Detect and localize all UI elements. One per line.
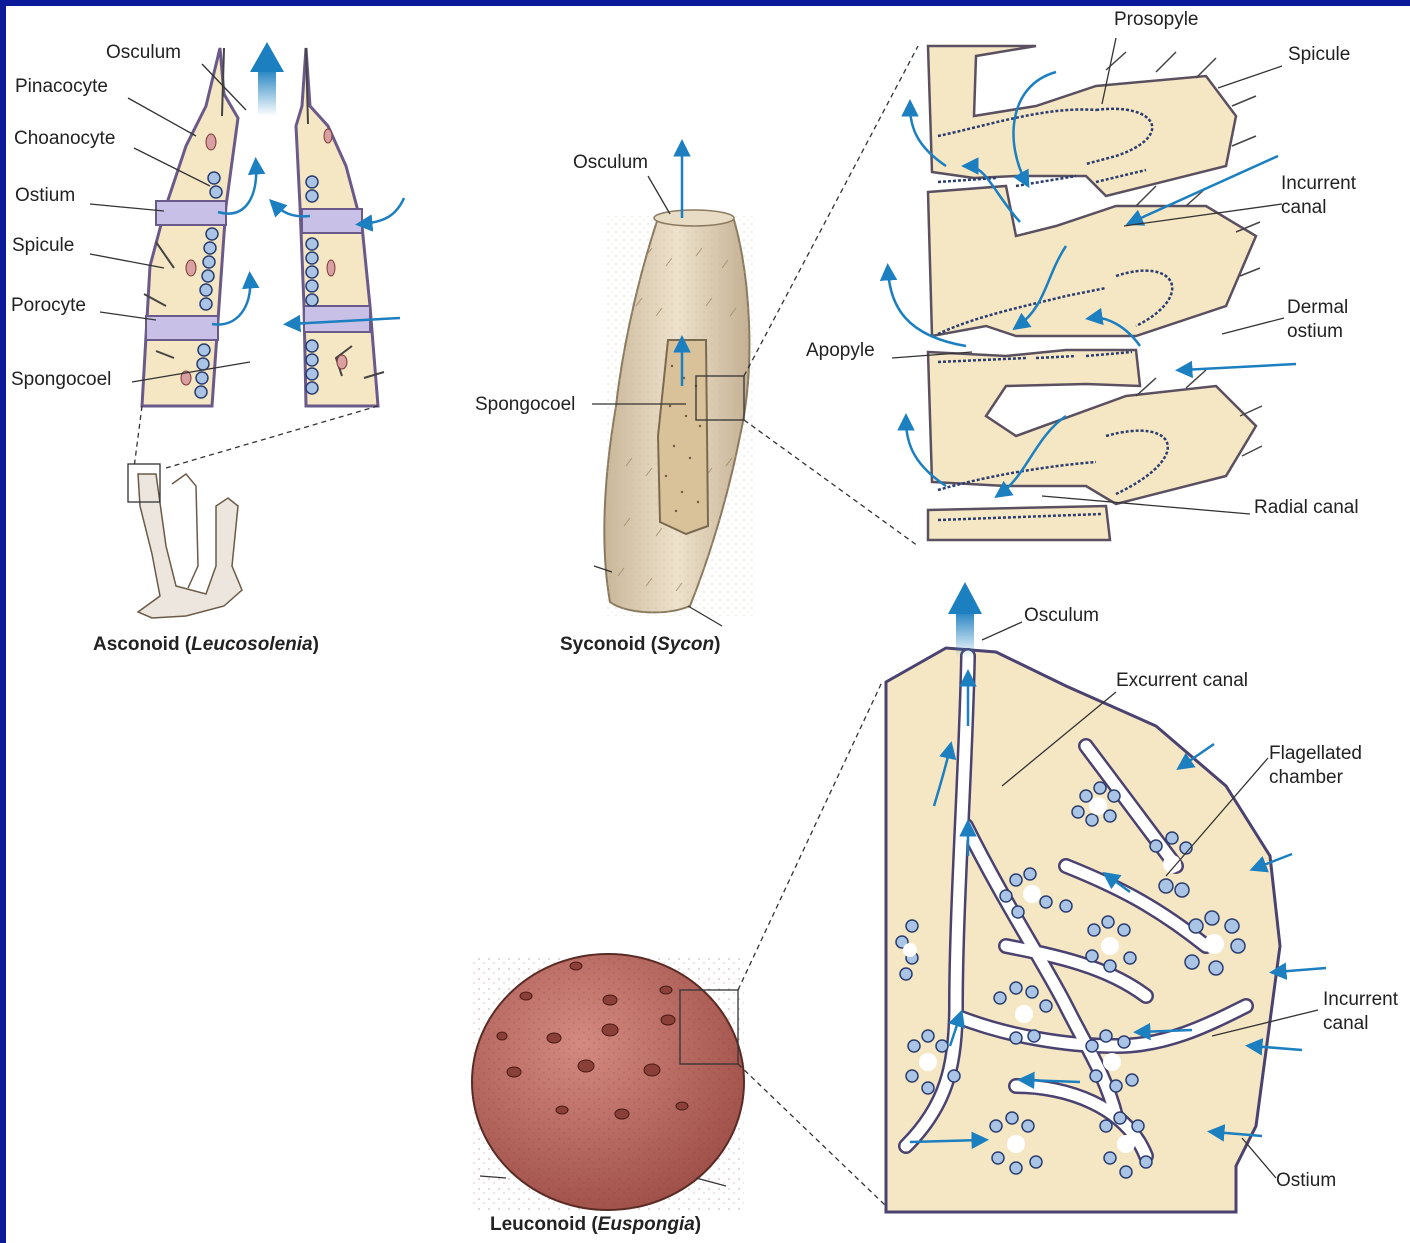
label-flagellated-chamber-line2: chamber [1269,767,1343,789]
asconoid-zoom-lines [134,406,378,468]
label-excurrent-canal: Excurrent canal [1116,670,1248,692]
label-incurrent-canal-line2: canal [1323,1013,1368,1035]
sponge-body-types-illustration [6,6,1410,1243]
porocyte-band [146,316,218,340]
label-osculum: Osculum [573,152,648,174]
caption-genus: Sycon [657,634,714,655]
osculum-flow-arrow [250,42,284,116]
caption-genus: Euspongia [598,1214,695,1235]
slide: Osculum Pinacocyte Choanocyte Ostium Spi… [6,6,1410,1243]
label-spicule: Spicule [12,235,74,257]
caption-syconoid: Syconoid (Sycon) [560,634,720,656]
label-porocyte: Porocyte [11,295,86,317]
leuconoid-tissue-block [886,648,1280,1212]
label-prosopyle: Prosopyle [1114,9,1199,31]
caption-asconoid: Asconoid (Leucosolenia) [93,634,319,656]
label-pinacocyte: Pinacocyte [15,76,108,98]
caption-type: Leuconoid [490,1214,586,1235]
label-incurrent-canal-line2: canal [1281,197,1326,219]
asconoid-diagram [90,42,404,618]
label-apopyle: Apopyle [806,340,875,362]
caption-leuconoid: Leuconoid (Euspongia) [490,1214,701,1236]
label-incurrent-canal: Incurrent [1323,989,1398,1011]
label-ostium: Ostium [15,185,75,207]
label-spongocoel: Spongocoel [11,369,111,391]
sycon-osculum-opening [654,210,734,226]
ostium-band [302,209,362,233]
leuconoid-zoom-lines [738,682,886,1206]
label-spicule: Spicule [1288,44,1350,66]
syconoid-detail-diagram [888,38,1296,540]
leuconoid-osculum-arrow [948,582,982,658]
label-spongocoel: Spongocoel [475,394,575,416]
label-dermal-ostium: Dermal [1287,297,1348,319]
radial-canal-wall [928,186,1256,336]
label-ostium: Ostium [1276,1170,1336,1192]
label-incurrent-canal: Incurrent [1281,173,1356,195]
caption-type: Asconoid [93,634,180,655]
leucosolenia-colony [128,464,242,618]
radial-canal-wall [928,46,1236,196]
ostium-band [156,201,226,225]
label-osculum: Osculum [1024,605,1099,627]
label-choanocyte: Choanocyte [14,128,115,150]
caption-genus: Leucosolenia [191,634,312,655]
label-osculum: Osculum [106,42,181,64]
syconoid-diagram [592,46,918,626]
label-radial-canal: Radial canal [1254,497,1359,519]
radial-canal-wall [928,506,1110,540]
label-flagellated-chamber: Flagellated [1269,743,1362,765]
asconoid-left-wall [142,48,238,406]
label-dermal-ostium-line2: ostium [1287,321,1343,343]
caption-type: Syconoid [560,634,646,655]
